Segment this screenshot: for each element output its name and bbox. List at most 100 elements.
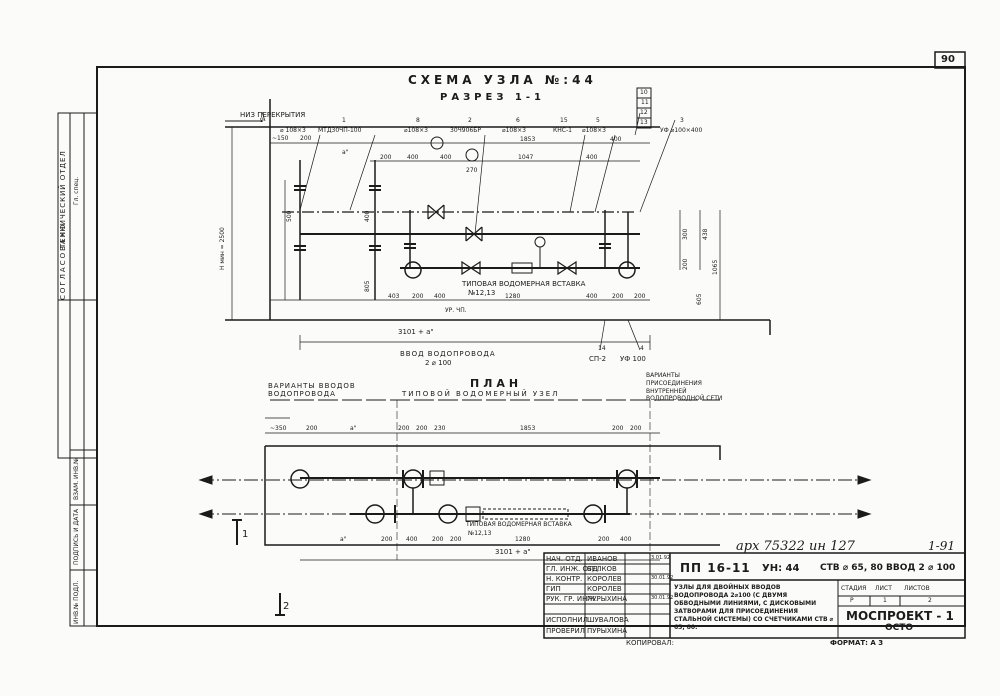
left-margin-block (57, 112, 98, 459)
tb-node: УН: 44 (762, 563, 800, 574)
plan-dim-top-8: 200 (630, 425, 642, 432)
tb-staff-role: ГЛ. ИНЖ. ОТД. (546, 565, 600, 573)
plan-drawing (198, 399, 872, 616)
callout-2-num: 2 (468, 117, 472, 124)
callout-6-text: ⌀108×3 (502, 127, 526, 134)
bottom-callout-14: 14 (598, 345, 606, 352)
callout-2-text: 30Ч906БР (450, 127, 481, 134)
plan-dim-top-7: 200 (612, 425, 624, 432)
dim-top-4: 400 (407, 154, 419, 161)
tb-staff-name: ШУВАЛОВА (587, 616, 629, 624)
stack-callout-10: 10 (640, 89, 648, 96)
variants-inlet-label: ВАРИАНТЫ ВВОДОВ ВОДОПРОВОДА (268, 382, 356, 399)
section-total-dim: 3101 + a" (398, 328, 434, 336)
stack-callout-11: 11 (641, 99, 649, 106)
inv-label: ИНВ.№ ПОДЛ. (73, 580, 80, 624)
plan-dim-top-2: a" (350, 425, 357, 432)
dim-bot-1: 200 (412, 293, 424, 300)
section-title: РАЗРЕЗ 1-1 (440, 92, 545, 103)
callout-5-text: ⌀108×3 (582, 127, 606, 134)
dim-bot-5: 200 (612, 293, 624, 300)
dim-top-1: 200 (300, 135, 312, 142)
tb-staff-name: БЕЛКОВ (587, 565, 617, 573)
dim-right-0: 300 (682, 228, 689, 240)
page-number-box (934, 51, 966, 69)
section-1-1-drawing (225, 87, 771, 351)
gl-spec-label: Гл. спец. (73, 176, 80, 205)
tb-staff-role: Н. КОНТР. (546, 575, 583, 583)
plan-title: ПЛАН (470, 377, 523, 390)
plan-dim-bot-2: 400 (406, 536, 418, 543)
floor-level-label: УР. ЧП. (445, 307, 467, 314)
tb-staff-name: КОРОЛЕВ (587, 575, 622, 583)
tb-staff-date: 3.01.92 (651, 555, 671, 561)
typical-insert-label: ТИПОВАЯ ВОДОМЕРНАЯ ВСТАВКА (462, 280, 586, 288)
callout-5-num: 5 (596, 117, 600, 124)
tb-description: УЗЛЫ ДЛЯ ДВОЙНЫХ ВВОДОВ ВОДОПРОВОДА 2⌀10… (674, 584, 834, 632)
plan-dim-bot-6: 200 (598, 536, 610, 543)
plan-dim-top-0: ~350 (270, 425, 287, 432)
stack-callout-12: 12 (640, 109, 648, 116)
tb-desc-head: СТВ ⌀ 65, 80 ВВОД 2 ⌀ 100 (820, 563, 956, 573)
tb-staff-role: РУК. ГР. ИНЖ. (546, 595, 598, 603)
handwritten-sheet-note: 1-91 (928, 539, 955, 553)
dim-top-3: 200 (380, 154, 392, 161)
tb-staff-date: 30.01.92 (651, 575, 674, 581)
tech-dept-label: ТЕХНИЧЕСКИЙ ОТДЕЛ (59, 150, 67, 248)
sp2-label: СП-2 (589, 355, 607, 363)
dim-left-2: 805 (364, 280, 371, 292)
dim-top-5: 400 (440, 154, 452, 161)
callout-1-text: МТД30ЧП-100 (318, 127, 362, 134)
callout-1-num: 1 (342, 117, 346, 124)
plan-dim-top-4: 200 (416, 425, 428, 432)
title-block-lines (543, 552, 966, 639)
inlet-dia-label: 2 ⌀ 100 (425, 359, 452, 367)
tb-org: МОСПРОЕКТ - 1 (846, 609, 954, 623)
tb-stage-h: СТАДИЯ (841, 585, 867, 592)
replace-inv-label: ВЗАМ. ИНВ.№ (73, 457, 80, 500)
plan-dim-top-1: 200 (306, 425, 318, 432)
tb-sheet-h: ЛИСТ (875, 585, 892, 592)
plan-mark-2: 2 (283, 601, 290, 612)
dim-bot-6: 200 (634, 293, 646, 300)
callout-9-num: 9 (260, 117, 264, 124)
handwritten-archive-note: арх 75322 ин 127 (736, 539, 855, 554)
plan-section-mark-1: 1 (242, 529, 249, 540)
dim-bot-3: 1280 (505, 293, 521, 300)
callout-8-num: 8 (416, 117, 420, 124)
callout-15-text: КНС-1 (553, 127, 572, 134)
dim-left-0: 500 (286, 210, 293, 222)
callout-3-text: УФ ⌀100×400 (660, 127, 703, 134)
tb-org-sub: ОСТО (885, 623, 914, 633)
main-title: СХЕМА УЗЛА №:44 (408, 73, 597, 87)
dim-top-0: ~150 (272, 135, 289, 142)
page-number: 90 (941, 54, 955, 65)
dim-right-2: 200 (682, 258, 689, 270)
plan-dim-bot-7: 400 (620, 536, 632, 543)
tb-staff-name: ПУРЫХИНА (587, 627, 628, 635)
callout-8-text: ⌀108×3 (404, 127, 428, 134)
copied-by-label: КОПИРОВАЛ: (626, 639, 674, 647)
dim-right-1: 438 (702, 228, 709, 240)
dim-right-4: 605 (696, 293, 703, 305)
dim-top-10: 1853 (520, 136, 536, 143)
format-label: ФОРМАТ: А 3 (830, 639, 884, 647)
plan-insert-label: ТИПОВАЯ ВОДОМЕРНАЯ ВСТАВКА (466, 521, 572, 528)
callout-3-num: 3 (680, 117, 684, 124)
callout-15-num: 15 (560, 117, 568, 124)
tb-staff-role: ПРОВЕРИЛ (546, 627, 585, 635)
tb-staff-role: НАЧ. ОТД. (546, 555, 583, 563)
plan-dim-top-5: 230 (434, 425, 446, 432)
plan-dim-bot-0: a" (340, 536, 347, 543)
dim-top-8: 400 (586, 154, 598, 161)
dim-top-2: a" (342, 149, 349, 156)
tb-stage: Р (850, 597, 854, 604)
plan-dim-top-6: 1853 (520, 425, 536, 432)
tb-staff-name: КОРОЛЕВ (587, 585, 622, 593)
tb-sheet: 1 (883, 597, 887, 604)
inlet-label: ВВОД ВОДОПРОВОДА (400, 350, 496, 358)
tb-code: ПП 16-11 (680, 561, 751, 575)
variants-connect-label: ВАРИАНТЫ ПРИСОЕДИНЕНИЯ ВНУТРЕННЕЙ ВОДОПР… (646, 372, 723, 403)
floor-bottom-label: НИЗ ПЕРЕКРЫТИЯ (240, 111, 306, 119)
